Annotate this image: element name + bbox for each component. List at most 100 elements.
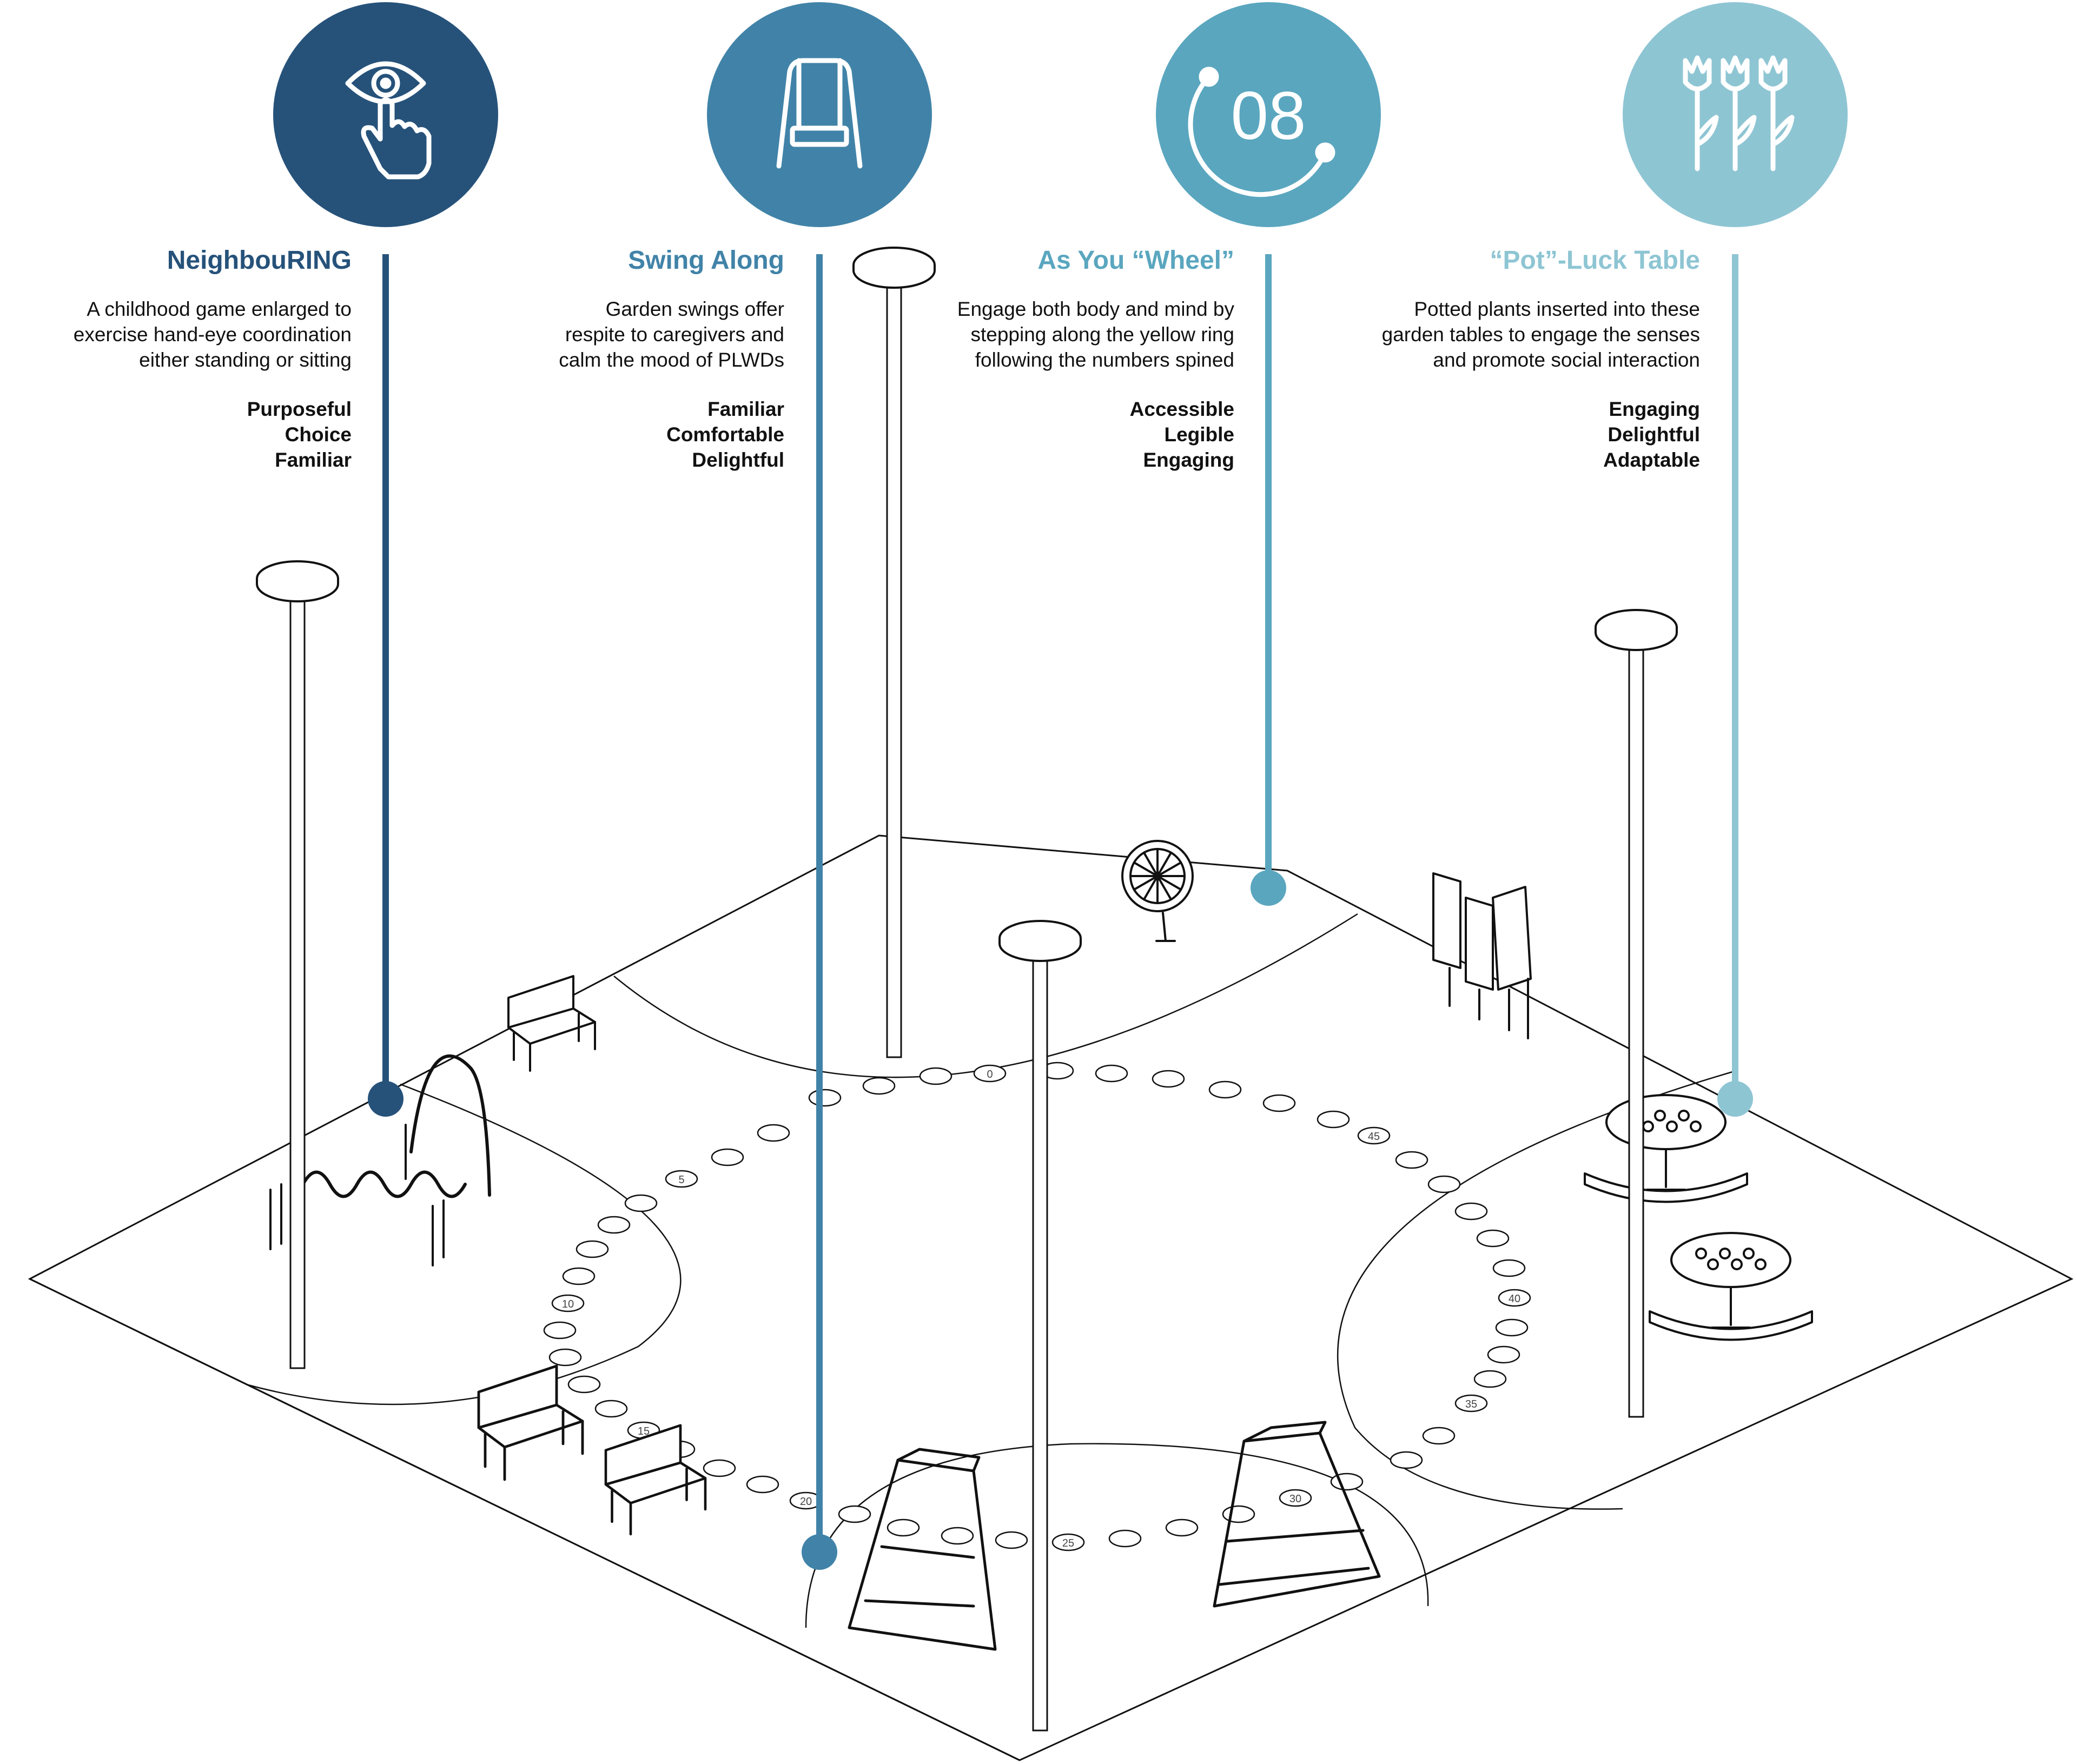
stepping-stone: [757, 1124, 790, 1142]
stepping-stone: [594, 1400, 628, 1418]
leader-dot: [368, 1081, 404, 1117]
feature-circle: [707, 2, 932, 227]
stone-number: 20: [800, 1496, 812, 1508]
callout-swing-along: Swing Along Garden swings offer respite …: [559, 244, 784, 473]
callout-as-you-wheel: As You “Wheel” Engage both body and mind…: [957, 244, 1234, 473]
stepping-stone: [576, 1240, 609, 1258]
ground-platform: [28, 834, 2074, 1761]
stepping-stone: [995, 1531, 1028, 1549]
stepping-stone: [703, 1459, 736, 1477]
stepping-stone: [1476, 1229, 1510, 1248]
stepping-stone: [1208, 1080, 1242, 1099]
feature-title: As You “Wheel”: [1037, 246, 1234, 275]
activity-panels: [1432, 872, 1532, 1039]
feature-quality: Adaptable: [1603, 449, 1700, 471]
stepping-stone: [862, 1077, 896, 1095]
stepping-stone: [1222, 1505, 1255, 1523]
feature-quality: Delightful: [1608, 423, 1700, 446]
stepping-stone: 0: [973, 1064, 1007, 1083]
lamp-post: [852, 247, 936, 1058]
stone-number: 5: [678, 1174, 684, 1186]
ring-bottom: [805, 1443, 1429, 1628]
stepping-stone: [808, 1089, 842, 1107]
number-wheel: [1121, 840, 1194, 942]
stepping-stone: [1422, 1427, 1456, 1445]
feature-quality: Legible: [1164, 423, 1234, 446]
feature-quality: Engaging: [1143, 449, 1234, 471]
stepping-stone: 35: [1454, 1394, 1488, 1412]
stepping-stone: [919, 1067, 952, 1085]
feature-quality: Delightful: [692, 449, 784, 471]
feature-circle: [273, 2, 498, 227]
feature-quality: Familiar: [707, 398, 784, 420]
callout-neighbouring: NeighbouRING A childhood game enlarged t…: [74, 244, 352, 473]
stepping-stone: [1095, 1064, 1128, 1083]
lamp-post: [998, 920, 1082, 1732]
stepping-stone: [711, 1148, 744, 1166]
feature-quality: Familiar: [275, 449, 352, 471]
stepping-stone: [562, 1267, 596, 1285]
stepping-stone: 10: [551, 1294, 585, 1312]
wave-bar: [301, 1170, 467, 1198]
leader-dot: [1717, 1081, 1753, 1117]
stepping-stone: 30: [1279, 1489, 1312, 1507]
plant-pot: [1719, 1248, 1731, 1259]
feature-quality: Comfortable: [666, 423, 784, 446]
stepping-stone: [1330, 1473, 1364, 1491]
leader-dot: [802, 1534, 837, 1570]
bench: [604, 1424, 707, 1536]
stepping-stone: [1395, 1151, 1428, 1169]
stepping-stone: [887, 1518, 920, 1537]
stepping-stone: [1492, 1259, 1526, 1277]
feature-quality: Choice: [285, 423, 352, 446]
arch-bar: [409, 1054, 491, 1197]
feature-title: NeighbouRING: [167, 246, 352, 275]
stepping-stone: [624, 1194, 658, 1212]
lamp-post: [1595, 609, 1678, 1418]
plant-pot: [1666, 1120, 1678, 1132]
leader-dot: [1251, 870, 1286, 906]
ring-left: [246, 1083, 682, 1405]
game-posts: [269, 1124, 445, 1266]
plant-pot: [1654, 1110, 1666, 1122]
feature-title: Swing Along: [628, 246, 784, 275]
stepping-stone: [1473, 1370, 1507, 1388]
stepping-stone: [1427, 1175, 1461, 1193]
swing-frame: [1213, 1421, 1381, 1608]
stone-number: 30: [1289, 1493, 1301, 1505]
feature-quality: Purposeful: [247, 398, 352, 420]
feature-description: Potted plants inserted into these garden…: [1381, 298, 1700, 371]
stepping-stone: [746, 1475, 779, 1494]
feature-description: A childhood game enlarged to exercise ha…: [73, 298, 352, 371]
swing-frame: [848, 1448, 997, 1651]
ring-right: [1337, 1070, 1737, 1510]
stepping-stone: [1152, 1070, 1185, 1088]
curved-bench: [1649, 1310, 1813, 1341]
stepping-stone: [543, 1321, 577, 1339]
stepping-stone: [1487, 1345, 1520, 1364]
stepping-stone: 45: [1357, 1126, 1391, 1145]
pot-luck-table: [1649, 1232, 1813, 1341]
stepping-stone: 25: [1051, 1533, 1085, 1551]
stepping-stone: [1165, 1518, 1199, 1537]
stone-number: 40: [1509, 1293, 1520, 1305]
feature-title: “Pot”-Luck Table: [1490, 246, 1700, 275]
plant-pot: [1755, 1258, 1767, 1270]
plant-pot: [1731, 1258, 1743, 1270]
stone-number: 15: [638, 1425, 650, 1437]
wheel-number: 08: [1231, 78, 1306, 154]
stone-number: 45: [1368, 1131, 1380, 1143]
number-wheel-icon: [1188, 67, 1335, 197]
plant-pot: [1642, 1120, 1654, 1132]
feature-description: Garden swings offer respite to caregiver…: [559, 298, 784, 371]
stepping-stone: [1495, 1318, 1529, 1337]
stepping-stone: [1317, 1110, 1350, 1129]
stone-number: 25: [1062, 1537, 1074, 1549]
swing-icon: [776, 58, 863, 169]
plant-pot: [1707, 1258, 1719, 1270]
stepping-stone: [941, 1527, 974, 1545]
stepping-stone: [1454, 1202, 1488, 1221]
feature-quality: Accessible: [1129, 398, 1234, 420]
